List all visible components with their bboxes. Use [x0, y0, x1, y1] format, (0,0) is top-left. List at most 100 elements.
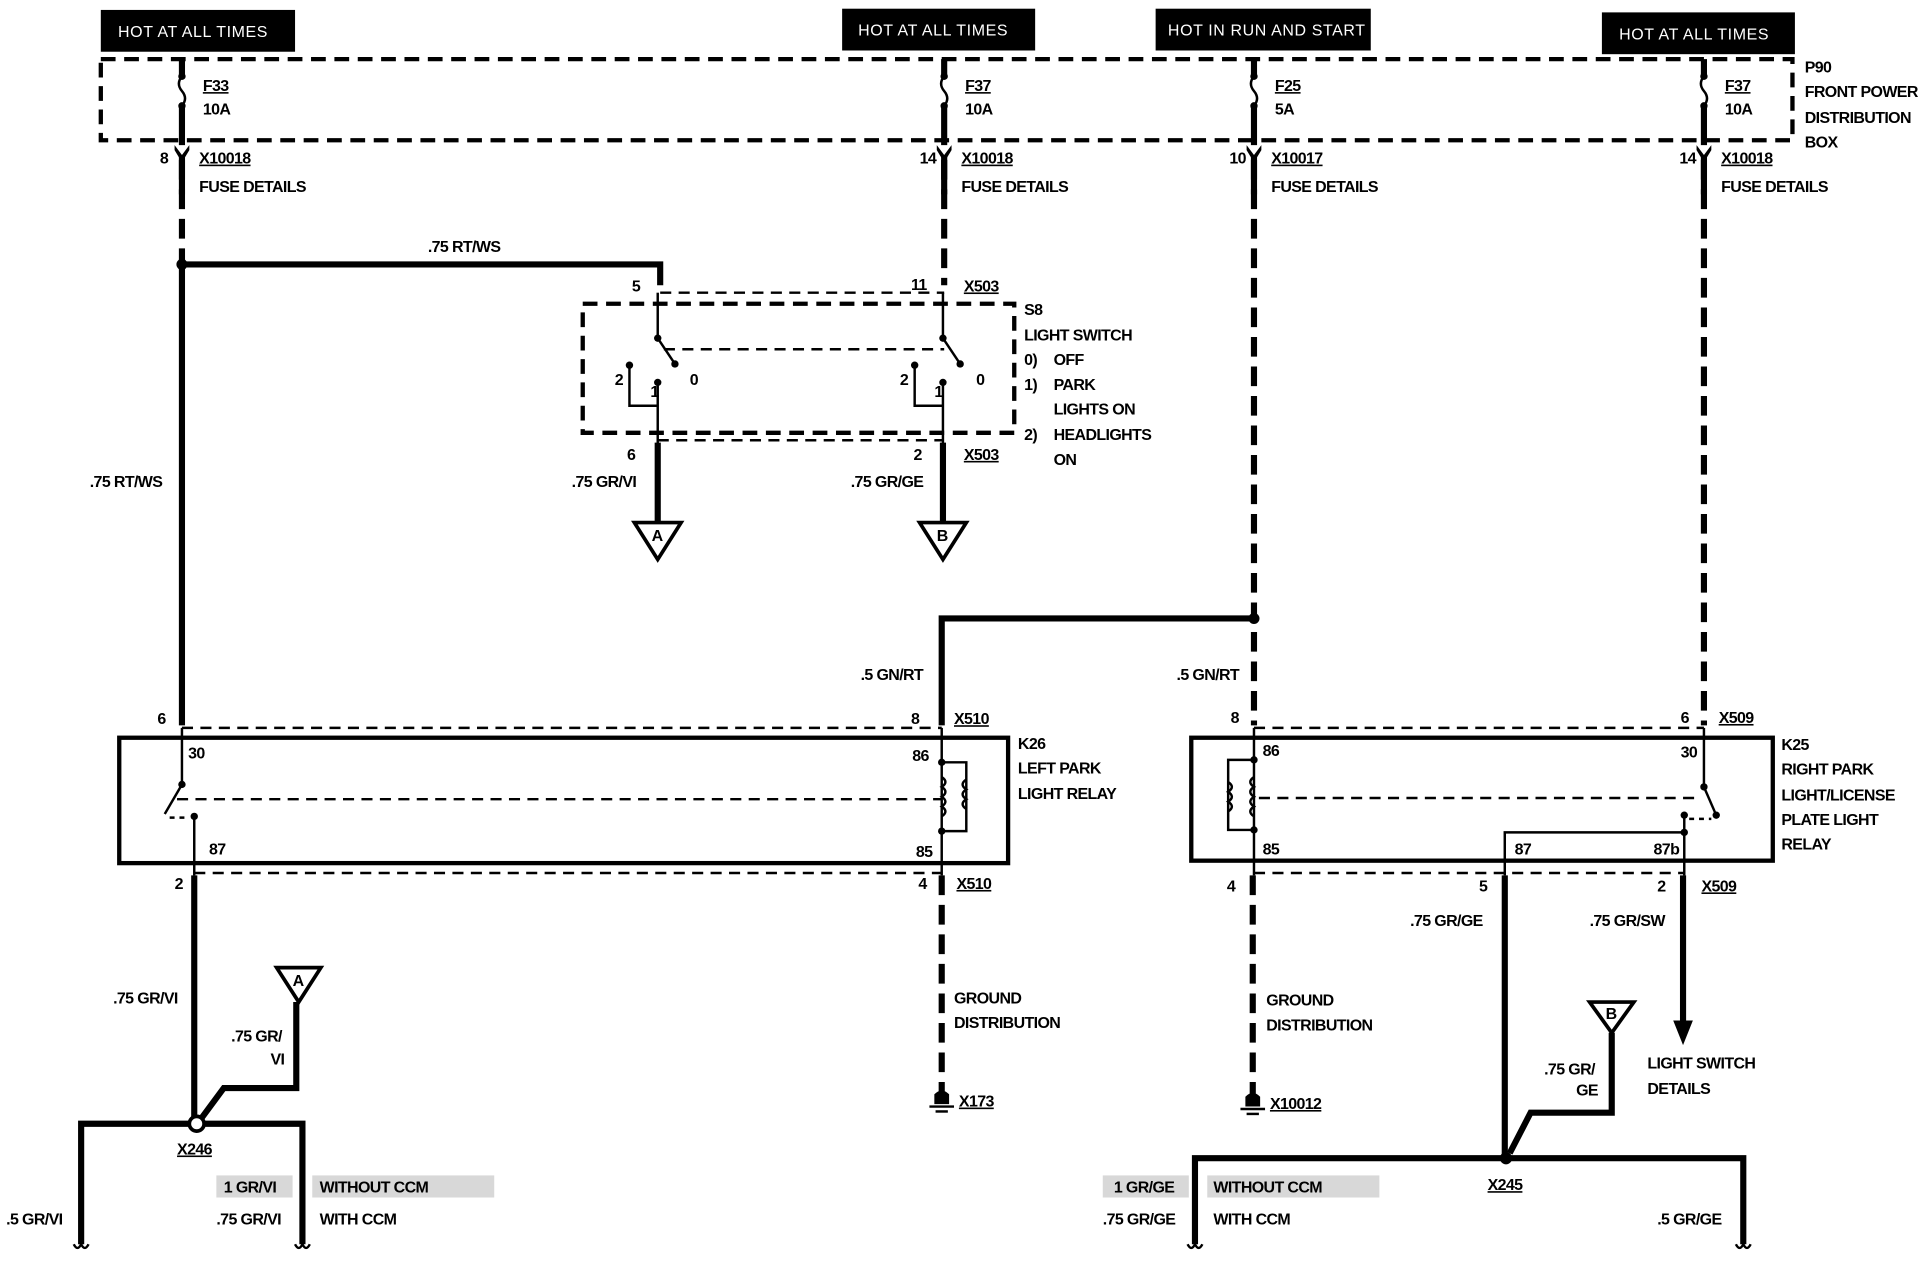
s8-switch-box: [580, 301, 1017, 435]
wire-label: .75 GR/VI: [572, 474, 637, 491]
svg-text:0: 0: [690, 372, 699, 389]
pin-label: 2: [913, 447, 922, 464]
wire-label: .75 GR/VI: [113, 990, 178, 1007]
wire-label: GE: [1576, 1082, 1599, 1099]
pin-label: 11: [911, 277, 927, 294]
pin-label: 8: [160, 151, 169, 168]
svg-text:1: 1: [650, 384, 659, 401]
wire-label: VI: [270, 1052, 284, 1069]
reference-label[interactable]: DETAILS: [1647, 1081, 1711, 1098]
power-label-4: HOT AT ALL TIMES: [1601, 12, 1795, 55]
connector-b-bottom: B: [1586, 1000, 1638, 1036]
variant-label: WITHOUT CCM: [1213, 1180, 1322, 1197]
splice-bus-x245: [1191, 1155, 1747, 1245]
svg-text:B: B: [1606, 1006, 1617, 1023]
wire-label: .5 GN/RT: [861, 667, 924, 684]
wire-label: .5 GR/GE: [1657, 1212, 1722, 1229]
wire-label: 1 GR/VI: [224, 1180, 277, 1197]
wire-label: .75 GR/: [1544, 1062, 1596, 1079]
fuse-details-link: FUSE DETAILS: [199, 179, 307, 196]
connector-label: X10018: [199, 151, 251, 168]
pin-label: 14: [920, 151, 937, 168]
svg-text:85: 85: [916, 844, 933, 861]
svg-text:87b: 87b: [1654, 842, 1681, 859]
variant-label: WITHOUT CCM: [320, 1180, 429, 1197]
fuse-id: F37: [1725, 78, 1751, 95]
p90-label: DISTRIBUTION: [1805, 110, 1911, 127]
reference-label[interactable]: LIGHT SWITCH: [1647, 1055, 1756, 1072]
wire-label: .5 GR/VI: [6, 1212, 62, 1229]
shade: [312, 1175, 495, 1198]
connector-label: X10018: [1721, 151, 1773, 168]
fuse-id: F25: [1275, 78, 1301, 95]
relay-label: PLATE LIGHT: [1781, 812, 1879, 829]
variant-label: WITH CCM: [1213, 1212, 1290, 1229]
relay-label: LEFT PARK: [1018, 760, 1102, 777]
shade: [216, 1175, 293, 1198]
wire-label: .5 GN/RT: [1177, 667, 1240, 684]
fuse-id: F33: [203, 78, 229, 95]
wire-break-icon: [1186, 1241, 1752, 1250]
fuse-rating: 10A: [965, 101, 994, 118]
ground-icon: [1240, 1093, 1266, 1116]
switch-pos-label: HEADLIGHTS: [1054, 427, 1153, 444]
fuse-details-link: FUSE DETAILS: [1721, 179, 1829, 196]
wire-break-icon: [72, 1241, 311, 1250]
svg-text:85: 85: [1263, 842, 1280, 859]
splice-label: X246: [177, 1141, 213, 1158]
svg-text:B: B: [937, 528, 948, 545]
fuse-details-link: FUSE DETAILS: [1271, 179, 1379, 196]
wire-label: .75 GR/: [231, 1028, 283, 1045]
connector-a-bottom: A: [273, 965, 325, 1006]
fuse-icon: [177, 75, 187, 107]
wire-gr-vi-a: [196, 1002, 300, 1124]
wire-gr-ge-b: [1506, 1032, 1615, 1155]
switch-pos-label: OFF: [1054, 352, 1085, 369]
svg-text:87: 87: [209, 842, 226, 859]
connector-label: X510: [956, 876, 992, 893]
p90-label: BOX: [1805, 135, 1839, 152]
switch-name: LIGHT SWITCH: [1024, 328, 1132, 345]
splice-x246: [187, 1114, 206, 1133]
fuse-icon: [939, 75, 949, 107]
variant-label: WITH CCM: [320, 1212, 397, 1229]
pin-label: 14: [1679, 151, 1696, 168]
switch-contacts-left: 2 1 0: [615, 292, 945, 446]
ground-id: X173: [959, 1094, 995, 1111]
fuse-rating: 5A: [1275, 101, 1295, 118]
relay-id: K26: [1018, 736, 1046, 753]
wire-label: .75 RT/WS: [90, 474, 164, 491]
power-label-3: HOT IN RUN AND START: [1155, 8, 1371, 51]
power-label-1: HOT AT ALL TIMES: [100, 9, 296, 52]
relay-label: RELAY: [1781, 837, 1832, 854]
wire-label: .75 GR/GE: [851, 474, 925, 491]
connector-label: X10017: [1271, 151, 1323, 168]
connector-a-top: A: [631, 520, 685, 563]
connector-label: X503: [964, 447, 1000, 464]
svg-text:86: 86: [912, 748, 929, 765]
pin-label: 5: [1479, 878, 1488, 895]
wire-label: .75 GR/SW: [1590, 913, 1667, 930]
svg-text:2: 2: [900, 372, 909, 389]
switch-pos: 0): [1024, 352, 1037, 369]
fuse-rating: 10A: [203, 101, 232, 118]
shade: [1207, 1175, 1380, 1198]
fuse-icon: [1699, 75, 1709, 107]
shade: [1102, 1175, 1189, 1198]
svg-text:30: 30: [1681, 744, 1698, 761]
ground-label: GROUND: [954, 990, 1021, 1007]
switch-pos: 2): [1024, 427, 1037, 444]
arrow-down-icon: [1673, 1020, 1693, 1046]
switch-pos-label: ON: [1054, 452, 1077, 469]
ground-label: DISTRIBUTION: [1266, 1017, 1372, 1034]
svg-text:30: 30: [188, 746, 205, 763]
k26-internals: 30 86 87 85: [163, 727, 969, 876]
fuse-rating: 10A: [1725, 101, 1754, 118]
wire-label: .75 GR/VI: [216, 1212, 281, 1229]
svg-text:A: A: [652, 528, 664, 545]
svg-text:A: A: [293, 973, 305, 990]
connector-label: X510: [954, 711, 990, 728]
